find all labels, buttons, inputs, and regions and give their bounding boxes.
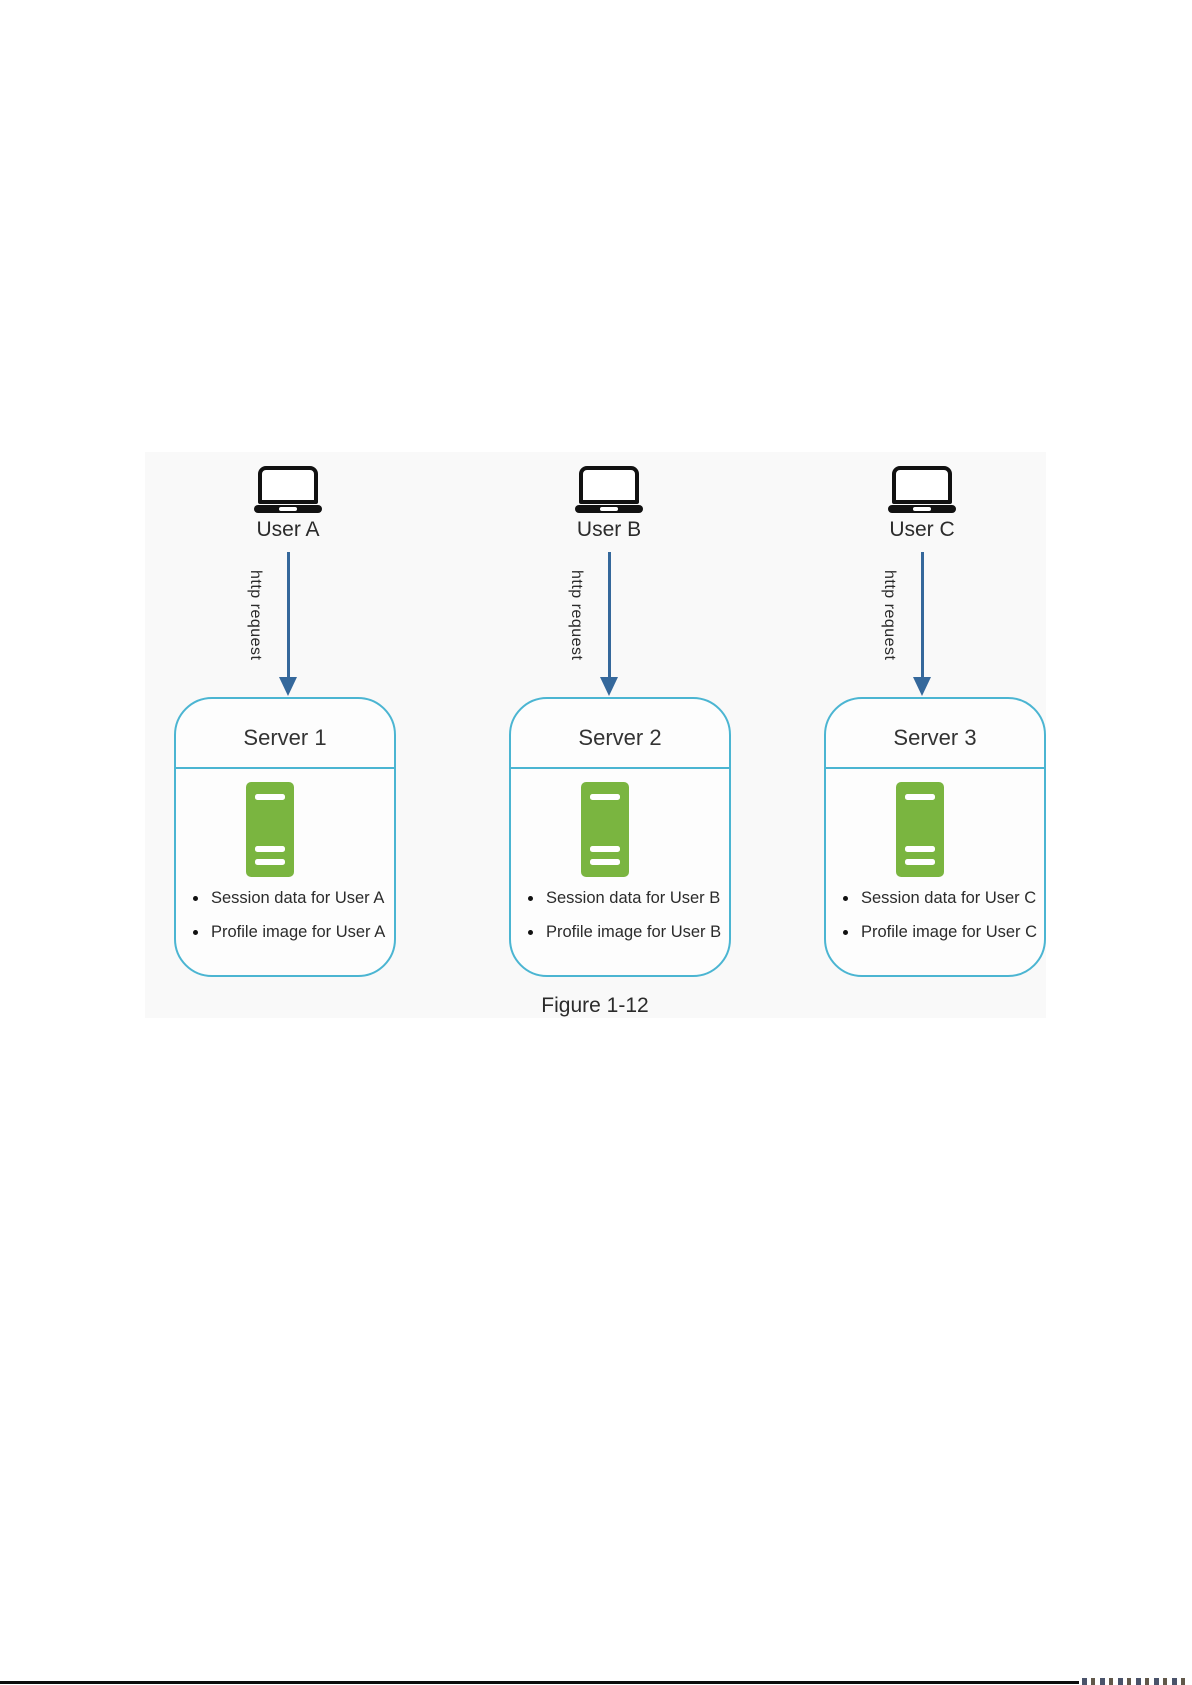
down-arrow-icon — [920, 552, 924, 678]
user-label: User B — [576, 518, 642, 541]
footer-clipped-text — [1082, 1678, 1190, 1685]
laptop-notch — [600, 507, 618, 511]
laptop-icon — [575, 466, 643, 513]
server-bullet-list: Session data for User C Profile image fo… — [838, 889, 1038, 957]
bullet-dot-icon — [528, 896, 533, 901]
server-divider — [176, 767, 394, 769]
bullet-dot-icon — [193, 896, 198, 901]
server-bullet-list: Session data for User A Profile image fo… — [188, 889, 388, 957]
bullet-text: Profile image for User C — [861, 923, 1038, 941]
bullet-text: Session data for User B — [546, 889, 721, 907]
list-item: Session data for User B — [523, 889, 723, 908]
list-item: Profile image for User A — [188, 923, 388, 942]
laptop-screen — [258, 466, 318, 504]
http-request-label: http request — [881, 570, 898, 661]
bullet-text: Profile image for User A — [211, 923, 386, 941]
list-item: Session data for User A — [188, 889, 388, 908]
laptop-icon — [888, 466, 956, 513]
list-item: Profile image for User C — [838, 923, 1038, 942]
server-box: Server 1 Session data for User A Profile… — [174, 697, 396, 977]
bullet-text: Session data for User A — [211, 889, 385, 907]
laptop-icon — [254, 466, 322, 513]
bullet-text: Profile image for User B — [546, 923, 722, 941]
server-rack-icon — [246, 782, 294, 877]
server-box: Server 2 Session data for User B Profile… — [509, 697, 731, 977]
bullet-dot-icon — [843, 930, 848, 935]
server-title: Server 3 — [893, 725, 977, 750]
laptop-notch — [279, 507, 297, 511]
bullet-dot-icon — [193, 930, 198, 935]
down-arrow-head-icon — [279, 677, 297, 696]
server-box: Server 3 Session data for User C Profile… — [824, 697, 1046, 977]
user-label: User C — [889, 518, 955, 541]
server-divider — [511, 767, 729, 769]
bullet-dot-icon — [843, 896, 848, 901]
http-request-label: http request — [247, 570, 264, 661]
user-label: User A — [256, 518, 320, 541]
server-rack-icon — [581, 782, 629, 877]
laptop-notch — [913, 507, 931, 511]
down-arrow-head-icon — [600, 677, 618, 696]
figure-caption: Figure 1-12 — [541, 994, 649, 1017]
http-request-label: http request — [568, 570, 585, 661]
down-arrow-icon — [607, 552, 611, 678]
server-title: Server 2 — [578, 725, 662, 750]
laptop-screen — [892, 466, 952, 504]
server-title: Server 1 — [243, 725, 327, 750]
bullet-dot-icon — [528, 930, 533, 935]
laptop-screen — [579, 466, 639, 504]
server-bullet-list: Session data for User B Profile image fo… — [523, 889, 723, 957]
server-divider — [826, 767, 1044, 769]
list-item: Profile image for User B — [523, 923, 723, 942]
down-arrow-icon — [286, 552, 290, 678]
footer-rule — [0, 1681, 1079, 1684]
bullet-text: Session data for User C — [861, 889, 1037, 907]
list-item: Session data for User C — [838, 889, 1038, 908]
server-rack-icon — [896, 782, 944, 877]
down-arrow-head-icon — [913, 677, 931, 696]
